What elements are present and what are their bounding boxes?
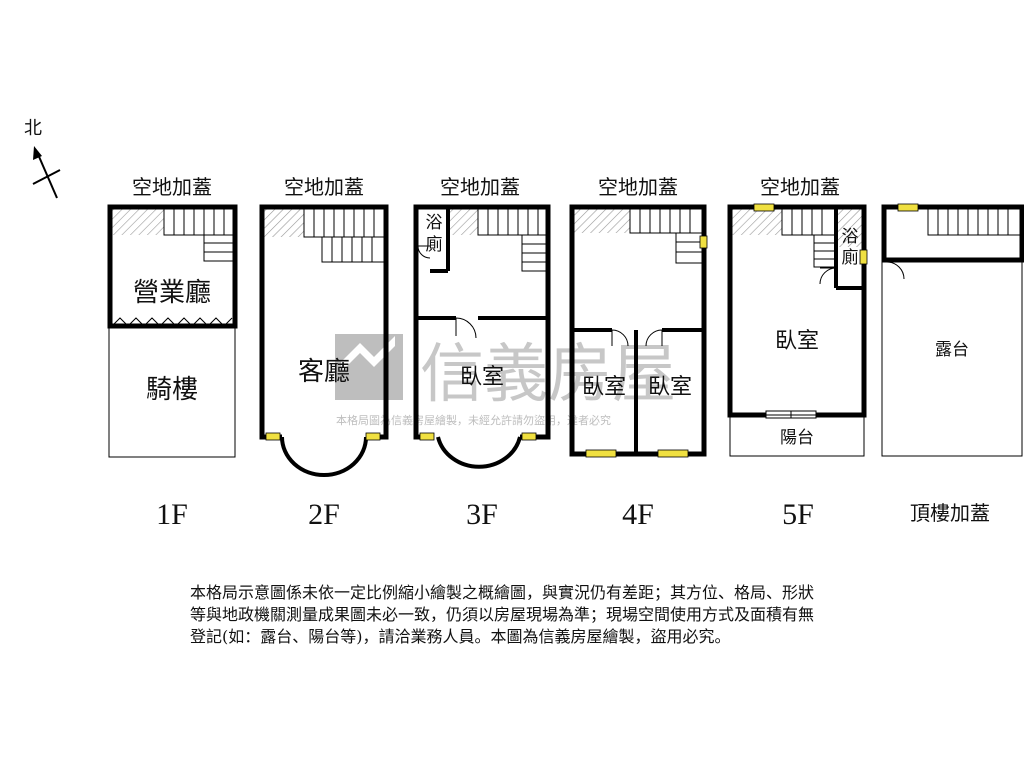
floor-label: 1F	[156, 498, 188, 531]
floor-panel-2f: 空地加蓋 客廳 2F	[259, 175, 389, 531]
panel-top-label: 空地加蓋	[760, 175, 840, 199]
panel-top-label: 空地加蓋	[598, 175, 678, 199]
floor-label: 頂樓加蓋	[910, 502, 990, 525]
room-label: 陽台	[780, 428, 814, 448]
room-label: 廁	[842, 247, 859, 268]
floor-label: 5F	[782, 498, 814, 531]
room-label: 浴	[842, 227, 859, 247]
north-arrow: 北	[24, 118, 61, 199]
window-icon	[657, 449, 689, 458]
north-label: 北	[24, 118, 42, 139]
room-label: 露台	[935, 340, 969, 360]
floor-label: 2F	[308, 498, 340, 531]
window-icon	[521, 432, 537, 441]
room-label: 客廳	[298, 357, 350, 387]
floor-label: 4F	[622, 498, 654, 531]
panel-top-label: 空地加蓋	[132, 175, 212, 199]
disclaimer-line: 登記(如：露台、陽台等)，請洽業務人員。本圖為信義房屋繪製，盜用必究。	[190, 627, 731, 646]
panel-top-label: 空地加蓋	[284, 175, 364, 199]
floor-panel-3f: 空地加蓋 浴 廁 臥室 3F	[413, 175, 551, 531]
room-label: 浴	[426, 213, 443, 233]
panel-top-label: 空地加蓋	[440, 175, 520, 199]
disclaimer: 本格局示意圖係未依一定比例縮小繪製之概繪圖，與實況仍有差距；其方位、格局、形狀 …	[190, 582, 970, 648]
watermark-notice: 本格局圖為信義房屋繪製，未經允許請勿盜用，違者必究	[336, 413, 611, 427]
disclaimer-line: 本格局示意圖係未依一定比例縮小繪製之概繪圖，與實況仍有差距；其方位、格局、形狀	[190, 583, 815, 602]
window-icon	[897, 203, 919, 212]
floor-label: 3F	[466, 498, 498, 531]
room-label: 臥室	[460, 365, 504, 390]
disclaimer-line: 等與地政機關測量成果圖未必一致，仍須以房屋現場為準；現場空間使用方式及面積有無	[190, 605, 815, 624]
window-icon	[585, 449, 617, 458]
window-icon	[699, 235, 708, 249]
room-label: 廁	[426, 234, 443, 255]
floor-panel-4f: 空地加蓋 臥室 臥室 4F	[569, 175, 708, 531]
north-arrow-icon	[33, 146, 42, 160]
room-label: 臥室	[648, 375, 692, 400]
window-icon	[859, 249, 868, 265]
watermark: 信義房屋 本格局圖為信義房屋繪製，未經允許請勿盜用，違者必究	[335, 334, 676, 427]
window-icon	[419, 432, 435, 441]
room-label: 營業廳	[133, 278, 211, 308]
window-icon	[753, 203, 775, 212]
floor-panel-5f: 空地加蓋 臥室 浴 廁 陽台 5F	[727, 175, 868, 531]
window-icon	[265, 432, 281, 441]
room-label: 臥室	[775, 329, 819, 354]
room-label: 騎樓	[146, 375, 198, 405]
window-icon	[365, 432, 381, 441]
floor-panel-rooftop: 露台 頂樓加蓋	[881, 203, 1024, 525]
room-label: 臥室	[582, 375, 626, 400]
floor-panel-1f: 空地加蓋 營業廳 騎樓 1F	[107, 175, 238, 531]
